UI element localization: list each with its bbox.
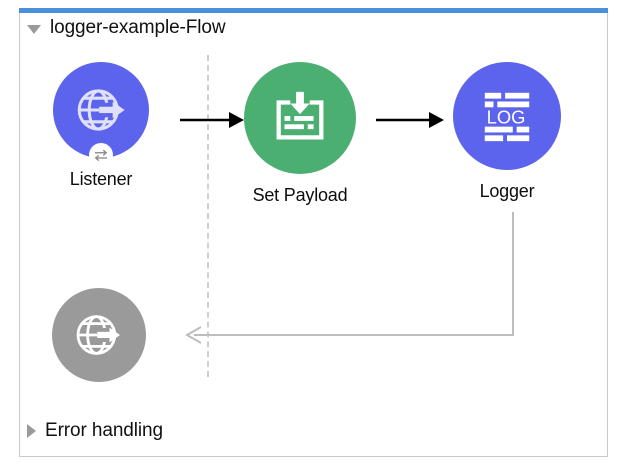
triangle-right-icon[interactable] [27, 424, 36, 438]
source-process-divider [207, 55, 209, 377]
connector-logger-return-path [184, 212, 514, 344]
flow-title: logger-example-Flow [50, 17, 226, 38]
exchange-arrows-icon [94, 149, 108, 162]
node-listener-label: Listener [69, 169, 133, 189]
globe-arrow-icon [76, 315, 120, 355]
node-set-payload-label: Set Payload [252, 185, 348, 205]
triangle-down-icon[interactable] [27, 24, 41, 34]
node-listener[interactable]: Listener [53, 62, 149, 190]
node-logger[interactable]: LOG Logger [453, 62, 561, 202]
top-accent-bar [19, 8, 608, 13]
listener-badge [89, 143, 113, 167]
connector-listener-to-set-payload [180, 112, 244, 128]
logger-icon-text: LOG [487, 107, 526, 128]
node-error-listener[interactable] [52, 288, 146, 382]
node-error-listener-circle[interactable] [52, 288, 146, 382]
log-lines-icon: LOG [484, 92, 530, 142]
globe-arrow-icon [77, 89, 125, 131]
flow-header-logger-example[interactable]: logger-example-Flow [27, 17, 226, 39]
connector-set-payload-to-logger [376, 112, 444, 128]
node-logger-circle[interactable]: LOG [453, 62, 561, 170]
node-set-payload-circle[interactable] [244, 62, 356, 174]
node-set-payload[interactable]: Set Payload [244, 62, 356, 206]
flow-header-error-handling[interactable]: Error handling [27, 420, 163, 442]
inbox-down-arrow-icon [276, 91, 324, 140]
node-logger-label: Logger [479, 181, 535, 201]
node-listener-circle[interactable] [53, 62, 149, 167]
error-handling-title: Error handling [45, 420, 163, 441]
